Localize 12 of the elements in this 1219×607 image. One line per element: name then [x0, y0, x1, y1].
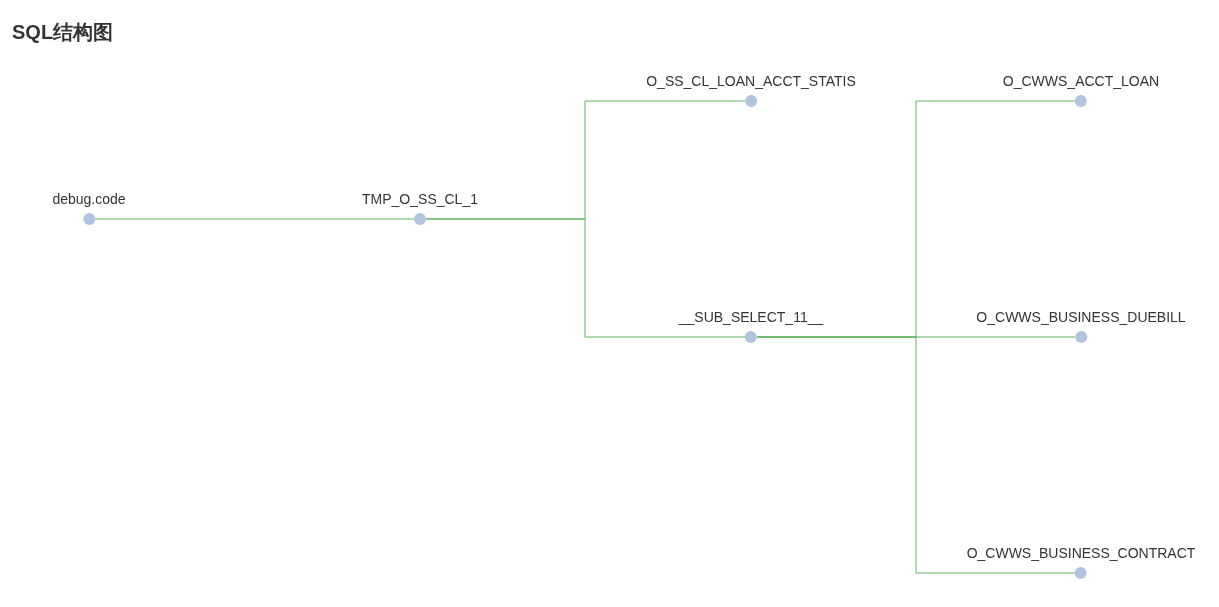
node-label: TMP_O_SS_CL_1 — [362, 191, 478, 207]
node-label: __SUB_SELECT_11__ — [678, 309, 824, 325]
node-label: O_CWWS_BUSINESS_CONTRACT — [966, 545, 1196, 561]
connector-line — [94, 218, 415, 220]
node-label: O_CWWS_ACCT_LOAN — [1002, 73, 1160, 89]
connector-line — [425, 218, 746, 338]
node-label: O_CWWS_BUSINESS_DUEBILL — [976, 309, 1186, 325]
title: SQL结构图 — [12, 20, 114, 45]
connector-line — [756, 336, 1076, 338]
node-label: O_SS_CL_LOAN_ACCT_STATIS — [646, 73, 856, 89]
connector-line — [756, 336, 1076, 574]
node-label: debug.code — [52, 191, 126, 207]
